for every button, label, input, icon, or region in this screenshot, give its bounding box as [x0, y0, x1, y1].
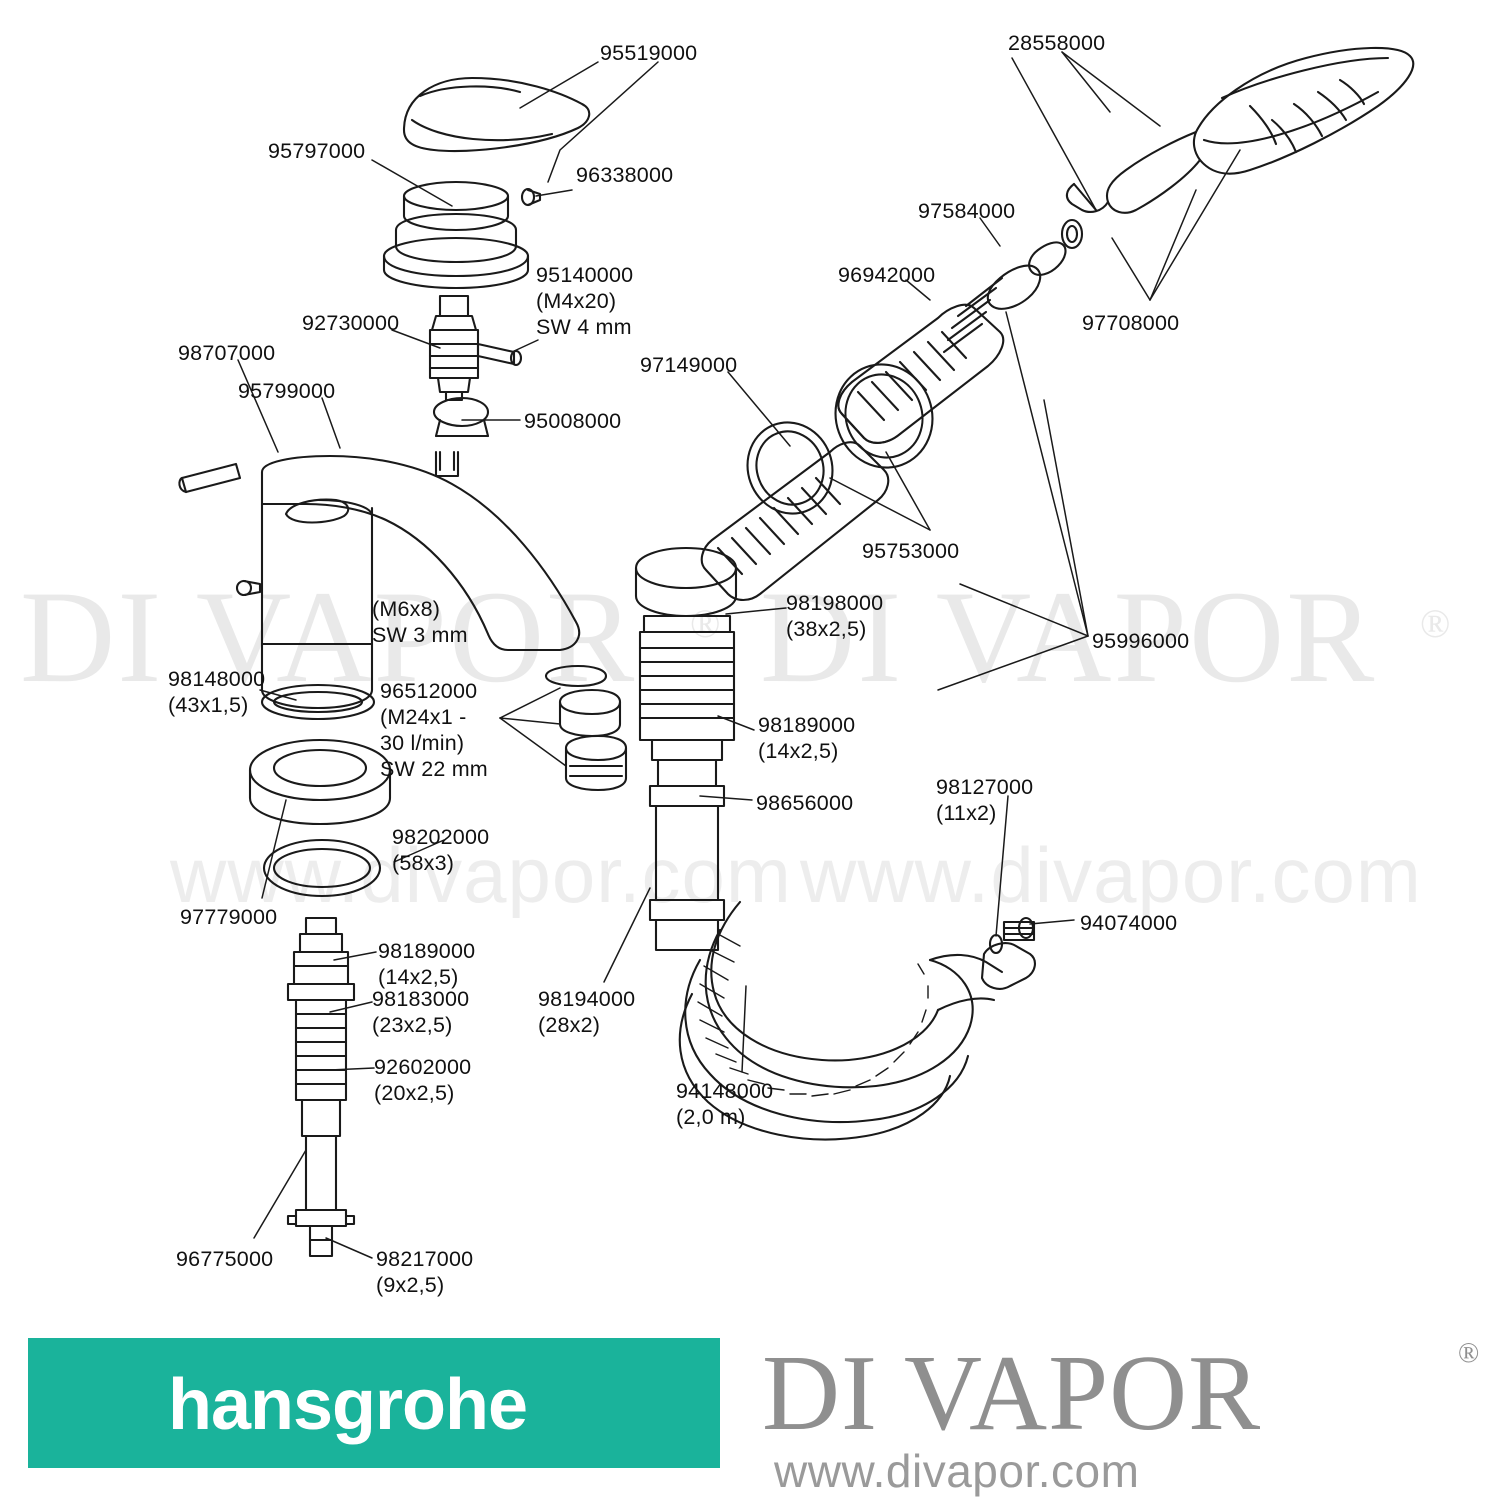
watermark-url: www.divapor.com	[800, 831, 1422, 919]
part-aerator-96512000	[544, 664, 628, 792]
part-label-95753000: 95753000	[862, 539, 960, 563]
part-label-98183000: 98183000 (23x2,5)	[372, 987, 470, 1037]
part-diverter-body	[634, 546, 738, 952]
part-label-98148000: 98148000 (43x1,5)	[168, 667, 266, 717]
part-washer-97708000	[1060, 218, 1084, 250]
part-label-28558000: 28558000	[1008, 31, 1106, 55]
part-cartridge-92730000	[428, 294, 480, 402]
watermark-text: DI VAPOR	[760, 563, 1377, 710]
part-label-98189000-b: 98189000 (14x2,5)	[378, 939, 476, 989]
part-setscrew-m6x8	[235, 579, 262, 597]
part-screw-96338000	[520, 187, 542, 207]
leader-lines	[237, 51, 1241, 1259]
part-label-98217000: 98217000 (9x2,5)	[376, 1247, 474, 1297]
part-label-97149000: 97149000	[640, 353, 738, 377]
part-pin-98707000	[178, 462, 242, 494]
divapor-url: www.divapor.com	[774, 1445, 1140, 1497]
part-label-96942000: 96942000	[838, 263, 936, 287]
registered-icon: ®	[1458, 1338, 1480, 1369]
hansgrohe-logo-text: hansgrohe	[168, 1365, 528, 1445]
part-handshower-28558000	[1065, 46, 1415, 214]
part-label-97708000: 97708000	[1082, 311, 1180, 335]
part-label-96338000: 96338000	[576, 163, 674, 187]
watermark-url: www.divapor.com	[170, 831, 792, 919]
part-label-94074000: 94074000	[1080, 911, 1178, 935]
part-oring-98127000	[988, 933, 1004, 955]
part-clip-95008000	[432, 396, 490, 438]
part-label-94148000: 94148000 (2,0 m)	[676, 1079, 774, 1129]
part-flex-hose-94148000	[678, 900, 1004, 1141]
part-base-97779000	[248, 738, 392, 826]
divapor-branding: DI VAPOR ® www.divapor.com	[762, 1332, 1492, 1497]
part-label-m6x8: (M6x8) SW 3 mm	[372, 597, 468, 647]
part-grubscrew-95140000	[476, 342, 523, 367]
part-label-98189000-a: 98189000 (14x2,5)	[758, 713, 856, 763]
part-label-98194000: 98194000 (28x2)	[538, 987, 636, 1037]
part-label-95996000: 95996000	[1092, 629, 1190, 653]
part-escutcheon-95797000	[382, 180, 530, 290]
part-label-92730000: 92730000	[302, 311, 400, 335]
hansgrohe-logo: hansgrohe	[28, 1338, 720, 1468]
part-oring-98148000	[260, 683, 376, 721]
part-spout-lever	[402, 76, 591, 153]
part-label-95797000: 95797000	[268, 139, 366, 163]
part-bracket-95799000	[434, 450, 460, 478]
watermark-registered-icon: ®	[690, 601, 721, 646]
part-label-96775000: 96775000	[176, 1247, 274, 1271]
part-label-97584000: 97584000	[918, 199, 1016, 223]
part-label-95519000: 95519000	[600, 41, 698, 65]
part-shower-hose-top	[700, 241, 1067, 602]
part-label-97779000: 97779000	[180, 905, 278, 929]
part-label-98707000: 98707000	[178, 341, 276, 365]
part-label-98202000: 98202000 (58x3)	[392, 825, 490, 875]
part-label-98656000: 98656000	[756, 791, 854, 815]
part-oring-95753000	[834, 363, 934, 469]
part-label-96512000: 96512000 (M24x1 - 30 l/min) SW 22 mm	[380, 679, 488, 781]
part-label-98198000: 98198000 (38x2,5)	[786, 591, 884, 641]
part-connector-94074000	[980, 916, 1036, 990]
part-label-95799000: 95799000	[238, 379, 336, 403]
divapor-name: DI VAPOR	[762, 1334, 1262, 1453]
part-oring-97149000	[746, 421, 834, 515]
part-label-95008000: 95008000	[524, 409, 622, 433]
part-label-92602000: 92602000 (20x2,5)	[374, 1055, 472, 1105]
part-main-body	[260, 454, 581, 710]
part-lower-valve	[286, 916, 356, 1258]
part-label-98127000: 98127000 (11x2)	[936, 775, 1034, 825]
watermark-registered-icon: ®	[1420, 601, 1451, 646]
part-label-95140000: 95140000 (M4x20) SW 4 mm	[536, 263, 634, 339]
part-oring-98202000	[262, 838, 382, 898]
